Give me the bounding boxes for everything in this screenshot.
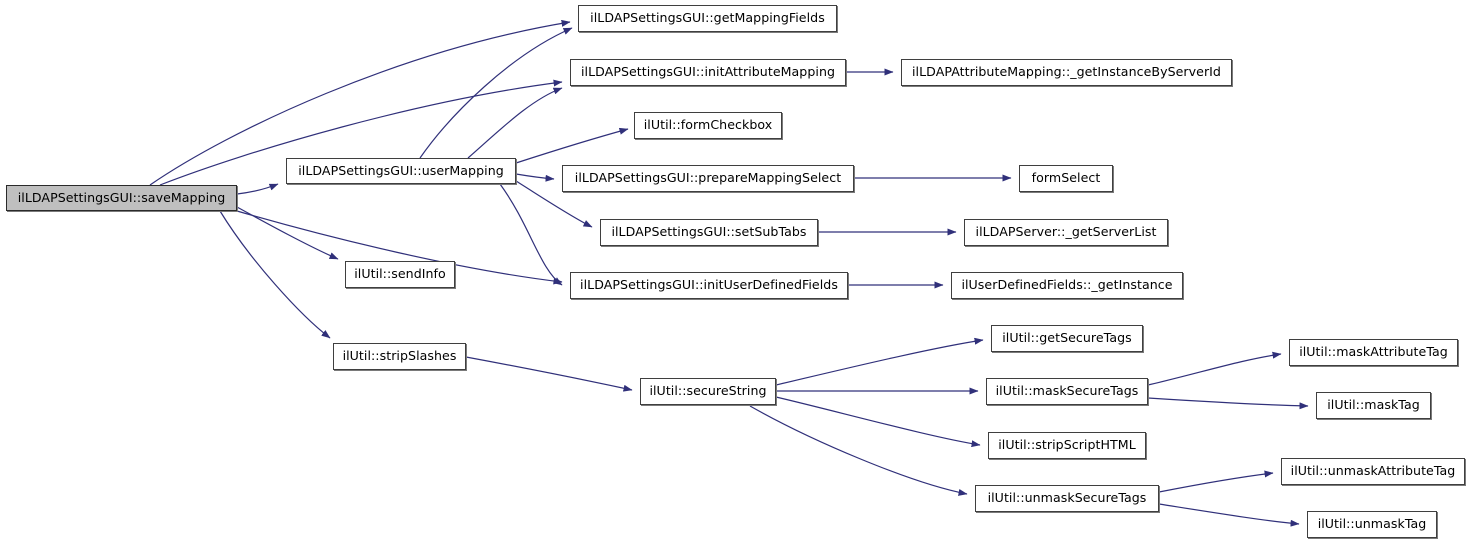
node-formSelect[interactable]: formSelect xyxy=(1019,165,1113,192)
node-userMapping[interactable]: ilLDAPSettingsGUI::userMapping xyxy=(286,158,516,184)
edge-secureString-to-stripScriptHTML xyxy=(775,396,981,448)
node-maskSecureTags[interactable]: ilUtil::maskSecureTags xyxy=(986,378,1148,405)
node-secureString[interactable]: ilUtil::secureString xyxy=(640,378,776,405)
node-getMappingFields[interactable]: ilLDAPSettingsGUI::getMappingFields xyxy=(578,5,837,32)
node-setSubTabs[interactable]: ilLDAPSettingsGUI::setSubTabs xyxy=(600,219,818,246)
edge-stripSlashes-to-secureString xyxy=(465,356,633,392)
edge-saveMapping-to-initAttributeMapping xyxy=(159,79,563,186)
node-getServerList[interactable]: ilLDAPServer::_getServerList xyxy=(964,219,1168,246)
edge-userMapping-to-setSubTabs xyxy=(515,180,593,228)
node-label-getServerList: ilLDAPServer::_getServerList xyxy=(975,224,1157,240)
node-label-userMapping: ilLDAPSettingsGUI::userMapping xyxy=(298,162,504,178)
edge-saveMapping-to-stripSlashes xyxy=(219,210,331,339)
edge-userMapping-to-initUserDefinedFields xyxy=(499,183,563,286)
edge-maskSecureTags-to-maskAttributeTag xyxy=(1147,351,1282,386)
node-label-initAttributeMapping: ilLDAPSettingsGUI::initAttributeMapping xyxy=(580,64,836,80)
node-label-secureString: ilUtil::secureString xyxy=(649,383,767,399)
edge-saveMapping-to-getMappingFields xyxy=(149,19,571,186)
node-label-getInstance: ilUserDefinedFields::_getInstance xyxy=(961,277,1173,293)
edge-userMapping-to-formCheckbox xyxy=(515,127,629,164)
node-getSecureTags[interactable]: ilUtil::getSecureTags xyxy=(991,325,1143,352)
node-label-stripSlashes: ilUtil::stripSlashes xyxy=(342,348,457,364)
edge-saveMapping-to-sendInfo xyxy=(236,206,339,260)
node-unmaskAttributeTag[interactable]: ilUtil::unmaskAttributeTag xyxy=(1281,458,1465,485)
node-maskAttributeTag[interactable]: ilUtil::maskAttributeTag xyxy=(1289,339,1458,366)
node-prepareMappingSelect[interactable]: ilLDAPSettingsGUI::prepareMappingSelect xyxy=(562,165,854,192)
node-label-sendInfo: ilUtil::sendInfo xyxy=(354,266,446,282)
node-label-formCheckbox: ilUtil::formCheckbox xyxy=(643,117,773,133)
node-stripSlashes[interactable]: ilUtil::stripSlashes xyxy=(333,343,466,370)
edge-unmaskSecureTags-to-unmaskAttributeTag xyxy=(1158,470,1274,493)
node-label-saveMapping: ilLDAPSettingsGUI::saveMapping xyxy=(17,189,226,205)
node-label-stripScriptHTML: ilUtil::stripScriptHTML xyxy=(998,437,1136,453)
node-label-getSecureTags: ilUtil::getSecureTags xyxy=(1002,330,1132,346)
node-label-unmaskSecureTags: ilUtil::unmaskSecureTags xyxy=(987,490,1147,506)
edge-secureString-to-unmaskSecureTags xyxy=(749,405,968,496)
node-label-maskAttributeTag: ilUtil::maskAttributeTag xyxy=(1299,344,1448,360)
node-label-initUserDefinedFields: ilLDAPSettingsGUI::initUserDefinedFields xyxy=(580,277,838,293)
edge-secureString-to-getSecureTags xyxy=(775,337,984,386)
node-label-formSelect: formSelect xyxy=(1031,170,1101,186)
node-initAttributeMapping[interactable]: ilLDAPSettingsGUI::initAttributeMapping xyxy=(570,59,846,86)
node-maskTag[interactable]: ilUtil::maskTag xyxy=(1316,392,1431,419)
edge-maskSecureTags-to-maskTag xyxy=(1147,397,1309,410)
edge-unmaskSecureTags-to-unmaskTag xyxy=(1158,503,1300,527)
node-getInstanceByServerId[interactable]: ilLDAPAttributeMapping::_getInstanceBySe… xyxy=(901,59,1232,86)
node-label-unmaskAttributeTag: ilUtil::unmaskAttributeTag xyxy=(1290,463,1456,479)
node-initUserDefinedFields[interactable]: ilLDAPSettingsGUI::initUserDefinedFields xyxy=(570,272,848,299)
node-label-getMappingFields: ilLDAPSettingsGUI::getMappingFields xyxy=(590,10,825,26)
node-stripScriptHTML[interactable]: ilUtil::stripScriptHTML xyxy=(988,432,1146,459)
node-formCheckbox[interactable]: ilUtil::formCheckbox xyxy=(634,112,782,139)
edge-userMapping-to-initAttributeMapping xyxy=(467,87,563,159)
node-getInstance[interactable]: ilUserDefinedFields::_getInstance xyxy=(951,272,1183,299)
edge-saveMapping-to-initUserDefinedFields xyxy=(236,210,563,285)
node-label-prepareMappingSelect: ilLDAPSettingsGUI::prepareMappingSelect xyxy=(574,170,842,186)
edge-userMapping-to-prepareMappingSelect xyxy=(515,173,555,182)
node-unmaskSecureTags[interactable]: ilUtil::unmaskSecureTags xyxy=(975,485,1159,512)
node-label-getInstanceByServerId: ilLDAPAttributeMapping::_getInstanceBySe… xyxy=(912,64,1221,80)
edge-userMapping-to-getMappingFields xyxy=(419,27,573,159)
node-saveMapping[interactable]: ilLDAPSettingsGUI::saveMapping xyxy=(6,185,237,211)
node-label-setSubTabs: ilLDAPSettingsGUI::setSubTabs xyxy=(611,224,807,240)
node-sendInfo[interactable]: ilUtil::sendInfo xyxy=(345,261,455,288)
node-unmaskTag[interactable]: ilUtil::unmaskTag xyxy=(1307,511,1437,538)
edge-saveMapping-to-userMapping xyxy=(236,183,279,195)
node-label-maskTag: ilUtil::maskTag xyxy=(1327,397,1420,413)
node-label-unmaskTag: ilUtil::unmaskTag xyxy=(1317,516,1427,532)
node-label-maskSecureTags: ilUtil::maskSecureTags xyxy=(995,383,1139,399)
